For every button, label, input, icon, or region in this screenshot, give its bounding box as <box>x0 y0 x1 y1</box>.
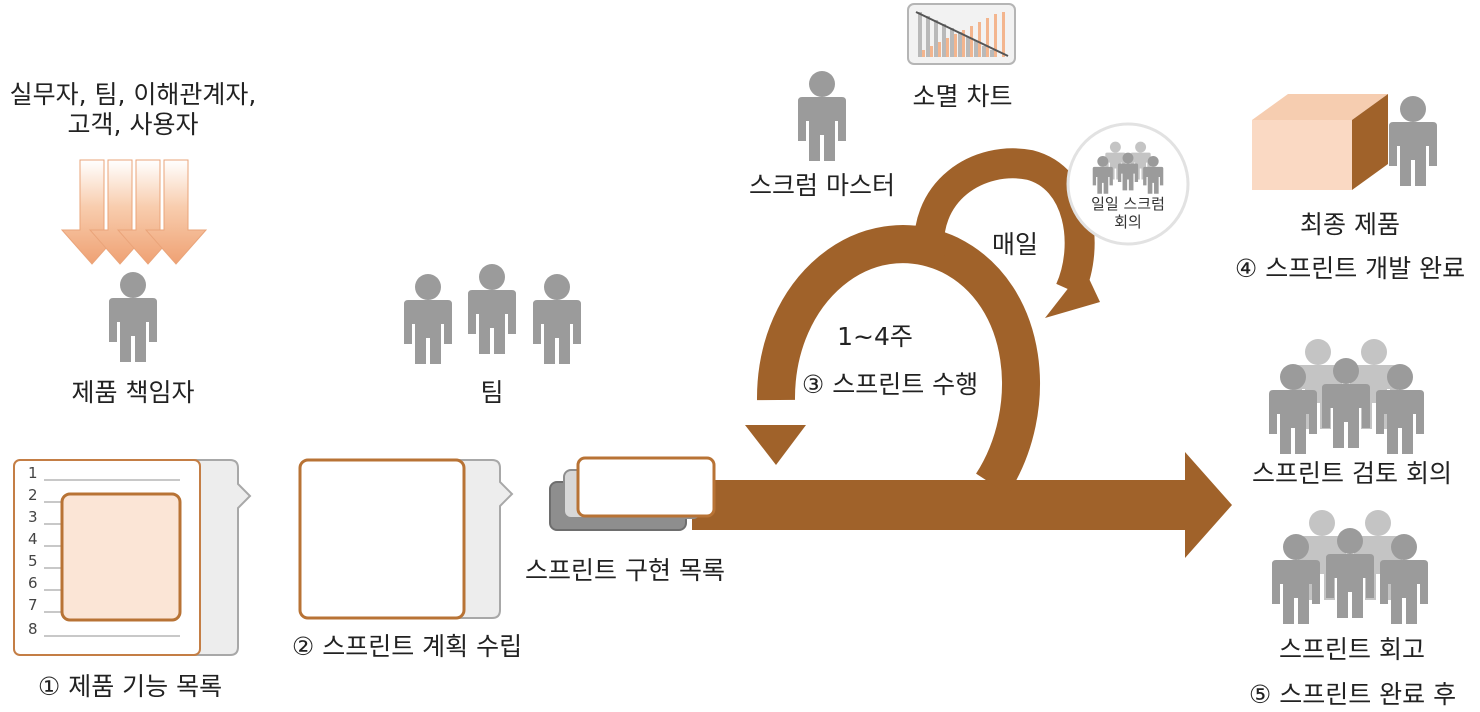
scrum-master-person-icon <box>798 71 846 161</box>
sprint-backlog-label: 스프린트 구현 목록 <box>525 556 725 585</box>
product-backlog-label: ① 제품 기능 목록 <box>37 672 223 701</box>
sprint-cycle-arrows <box>692 148 1232 558</box>
daily-loop-arrow <box>913 148 1095 297</box>
backlog-line-number: 6 <box>28 574 38 592</box>
product-owner-label: 제품 책임자 <box>71 378 195 407</box>
scrum-master-label: 스크럼 마스터 <box>749 171 895 200</box>
stakeholder-input-arrows <box>60 159 208 265</box>
team-label: 팀 <box>480 378 504 407</box>
sprint-planning-document <box>298 458 514 620</box>
sprint-duration-label: 1~4주 <box>837 322 913 351</box>
sprint-done-step-label: ④ 스프린트 개발 완료 <box>1234 254 1466 283</box>
sprint-review-label: 스프린트 검토 회의 <box>1252 459 1452 488</box>
backlog-line-number: 7 <box>28 596 38 614</box>
backlog-line-number: 2 <box>28 486 38 504</box>
final-product-person-icon <box>1389 96 1437 186</box>
stakeholders-line-1: 실무자, 팀, 이해관계자, <box>9 80 257 109</box>
daily-scrum-meeting-icon <box>1066 122 1190 246</box>
daily-scrum-line-2: 회의 <box>1114 213 1142 231</box>
sprint-execution-label: ③ 스프린트 수행 <box>801 370 979 399</box>
release-arrow <box>692 452 1232 558</box>
final-product-label: 최종 제품 <box>1300 210 1400 239</box>
final-product-box-icon <box>1252 94 1388 190</box>
burndown-chart-icon <box>907 3 1016 65</box>
burndown-chart-label: 소멸 차트 <box>912 82 1013 111</box>
sprint-retro-label: 스프린트 회고 <box>1279 635 1425 664</box>
daily-scrum-line-1: 일일 스크럼 <box>1091 195 1165 213</box>
after-sprint-step-label: ⑤ 스프린트 완료 후 <box>1248 680 1457 709</box>
product-backlog-document <box>13 459 252 656</box>
backlog-line-number: 1 <box>28 464 38 482</box>
backlog-line-number: 5 <box>28 552 38 570</box>
team-people-icon <box>404 264 581 364</box>
sprint-planning-label: ② 스프린트 계획 수립 <box>291 632 523 661</box>
backlog-line-number: 8 <box>28 620 38 638</box>
backlog-line-number: 3 <box>28 508 38 526</box>
sprint-loop-arrow <box>756 225 1040 495</box>
sprint-backlog-stack <box>549 456 716 531</box>
stakeholders-line-2: 고객, 사용자 <box>67 110 199 139</box>
product-owner-person-icon <box>109 272 157 362</box>
backlog-line-number: 4 <box>28 530 38 548</box>
daily-scrum-meeting-label: 일일 스크럼 회의 <box>1078 195 1178 231</box>
stakeholders-label: 실무자, 팀, 이해관계자, 고객, 사용자 <box>0 80 266 140</box>
daily-label: 매일 <box>991 230 1038 259</box>
retrospective-group-icon <box>1272 510 1428 624</box>
sprint-review-group-icon <box>1269 339 1424 454</box>
